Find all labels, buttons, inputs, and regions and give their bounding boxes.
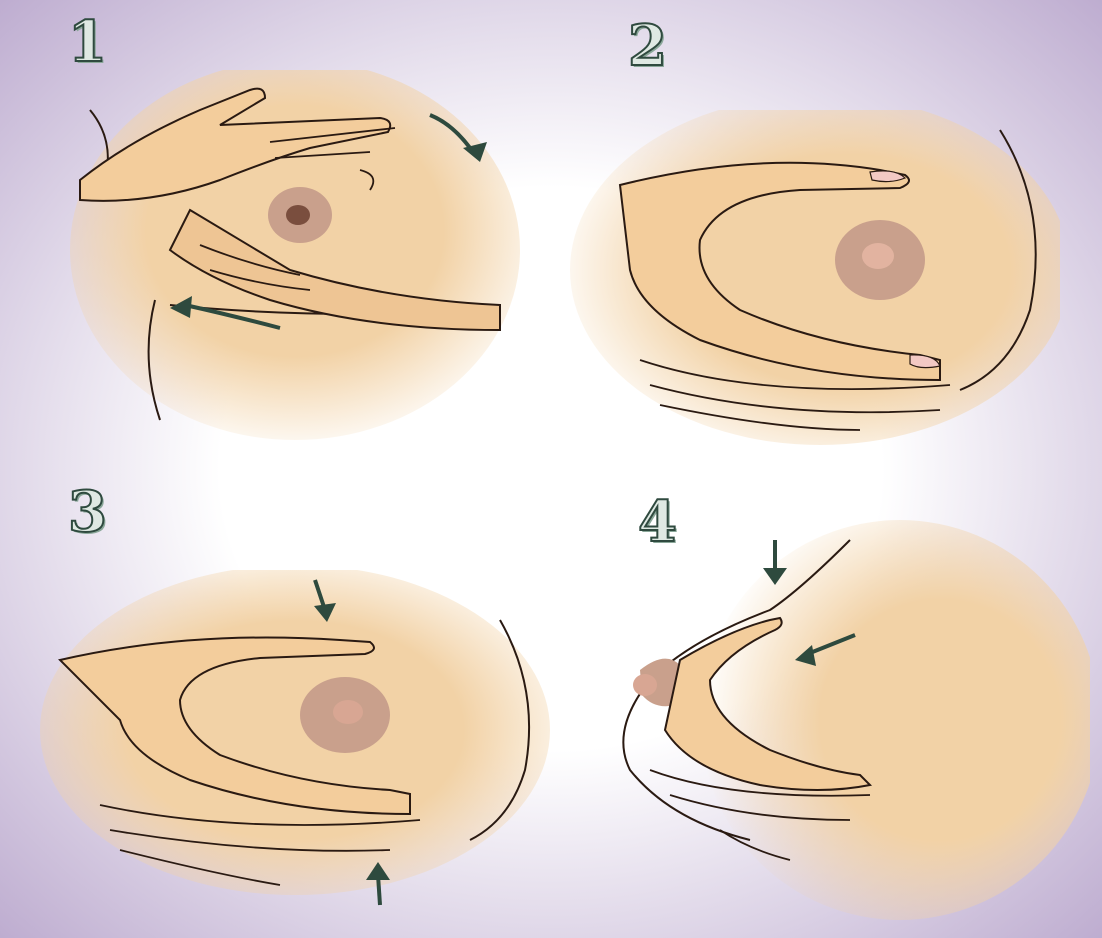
nipple bbox=[633, 674, 657, 696]
breast-skin bbox=[40, 570, 550, 895]
breast-skin bbox=[700, 520, 1090, 920]
nipple bbox=[862, 243, 894, 269]
step-number-3: 3 bbox=[68, 484, 107, 540]
step-number-1: 1 bbox=[68, 14, 107, 70]
step-number-2: 2 bbox=[628, 18, 667, 74]
nipple bbox=[333, 700, 363, 724]
nipple bbox=[286, 205, 310, 225]
step-1-illustration bbox=[70, 70, 520, 440]
step-2-illustration bbox=[560, 110, 1060, 450]
step-4-illustration bbox=[570, 520, 1090, 920]
step-3-illustration bbox=[40, 570, 550, 910]
milk-spray bbox=[590, 660, 628, 698]
